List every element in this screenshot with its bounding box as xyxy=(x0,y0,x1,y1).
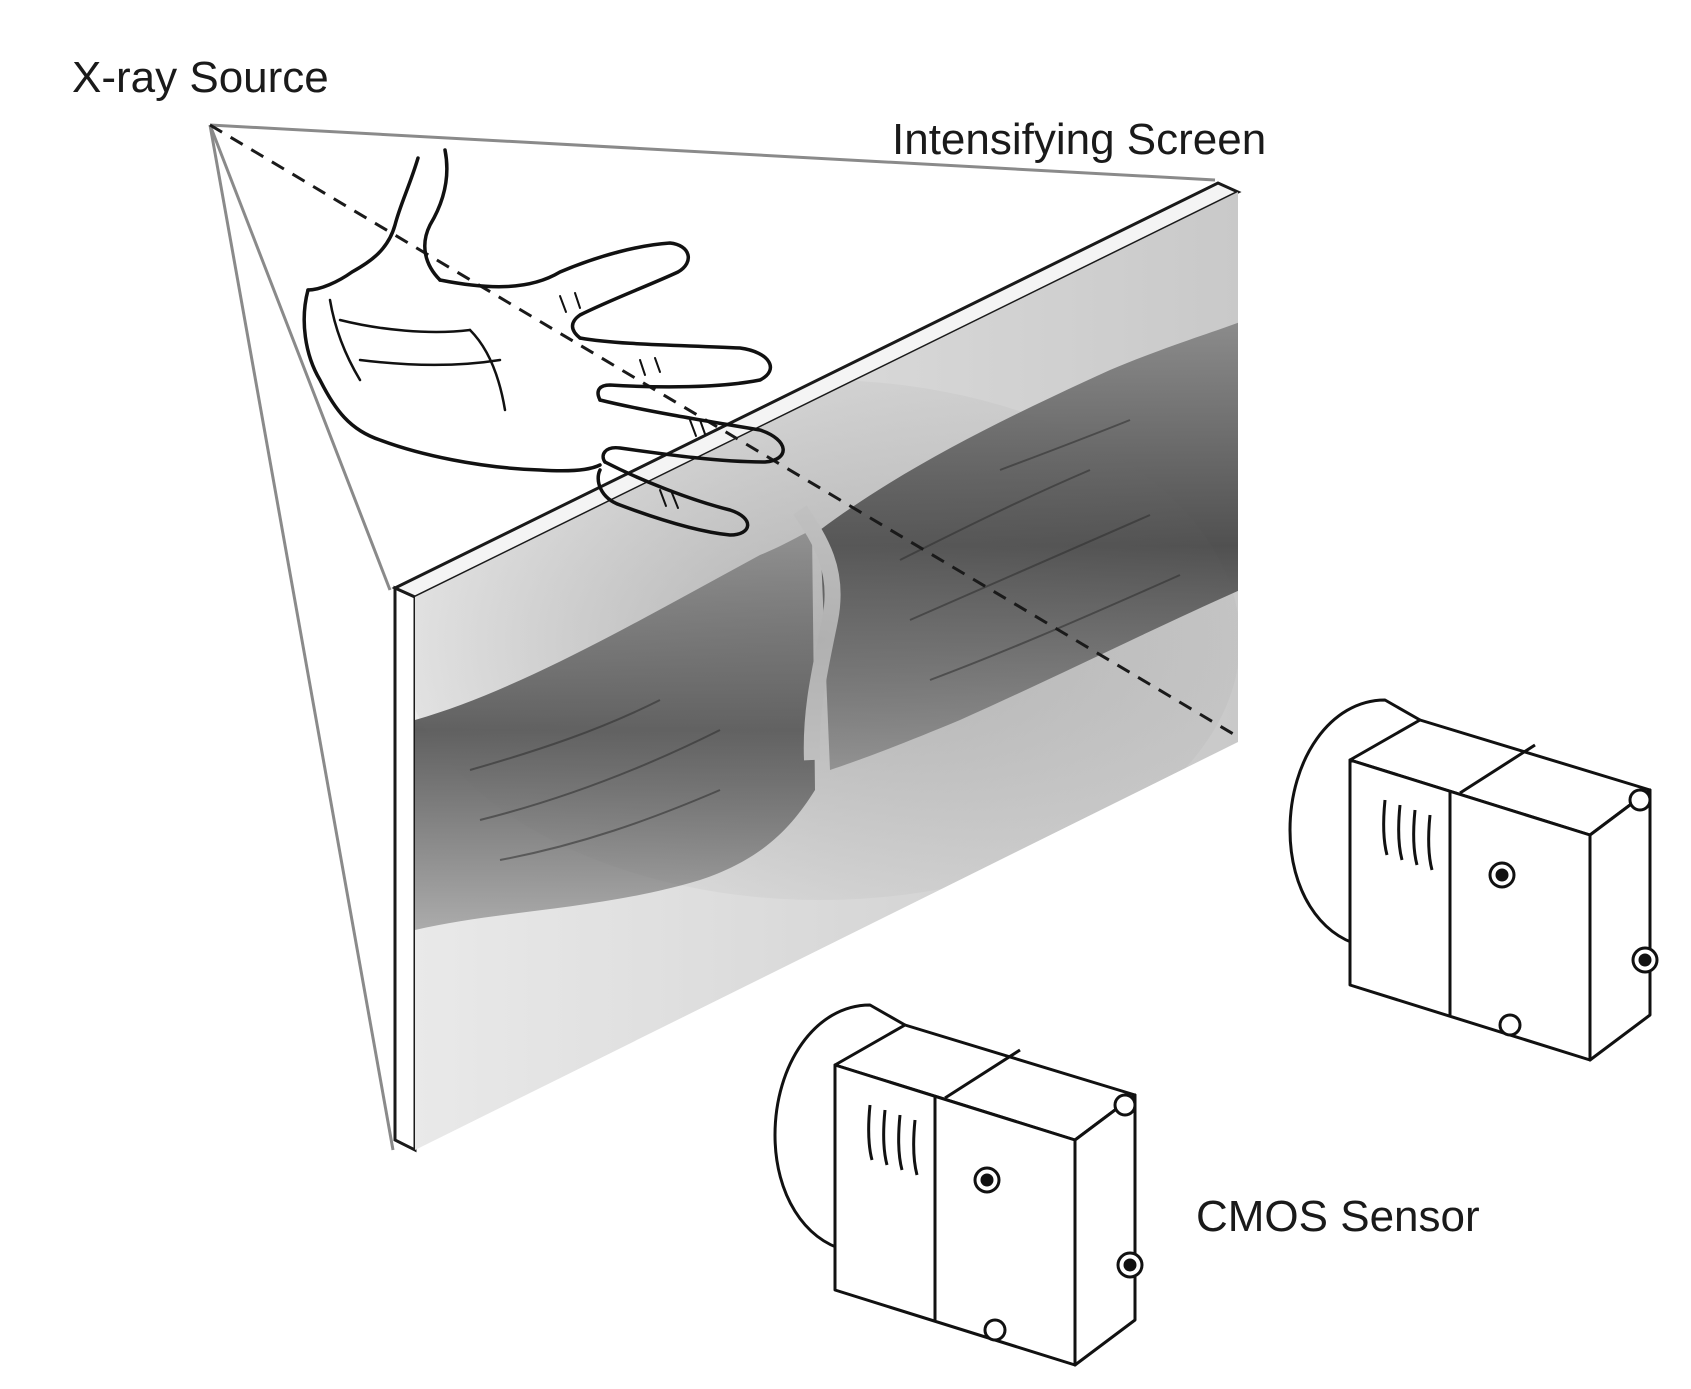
screen-edge xyxy=(393,585,417,1153)
xray-image xyxy=(415,322,1238,930)
intensifying-screen xyxy=(391,181,1242,1153)
hand-drawing xyxy=(302,148,785,537)
intensifying-screen-label: Intensifying Screen xyxy=(892,115,1267,164)
central-ray xyxy=(209,123,1236,737)
cmos-camera-upper xyxy=(1288,698,1659,1062)
xray-source-label: X-ray Source xyxy=(72,53,329,102)
beam-cone xyxy=(208,123,1216,1151)
cmos-camera-lower xyxy=(773,1003,1144,1367)
cmos-sensor-label: CMOS Sensor xyxy=(1196,1192,1480,1241)
